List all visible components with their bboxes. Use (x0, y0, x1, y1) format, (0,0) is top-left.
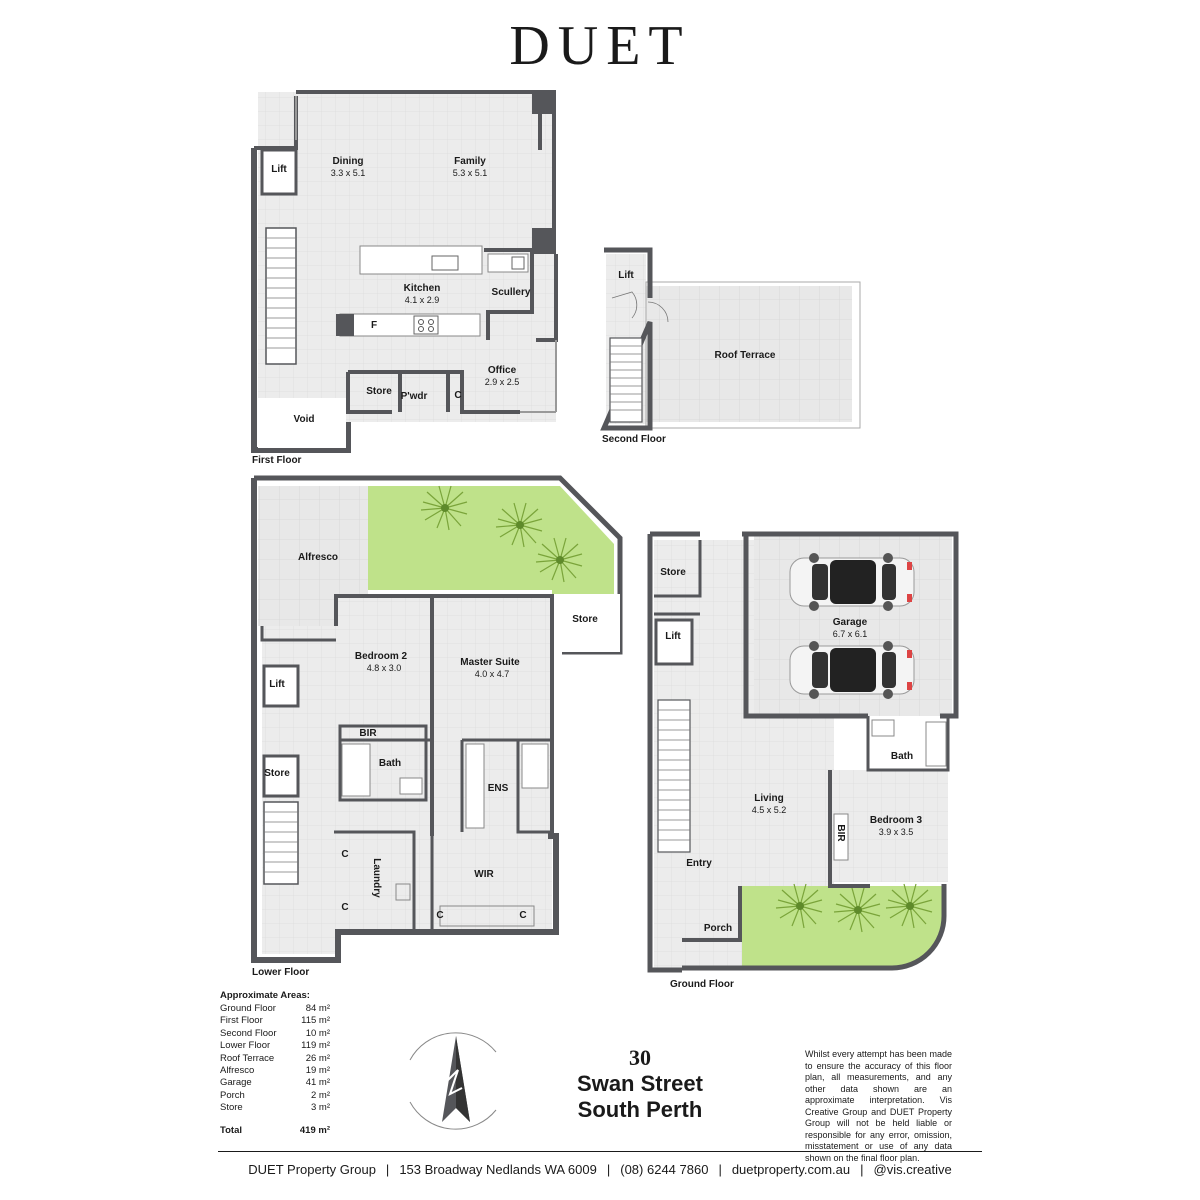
lower-floor-label: Lower Floor (252, 967, 309, 978)
bedroom2-label: Bedroom 2 (355, 651, 408, 662)
footer-phone: (08) 6244 7860 (620, 1162, 709, 1177)
master-suite-label: Master Suite (460, 657, 520, 668)
c-laundry-1-label: C (341, 849, 348, 860)
void-label: Void (294, 414, 315, 425)
lift-ground-label: Lift (665, 631, 681, 642)
footer-separator: | (606, 1162, 611, 1177)
property-address: 30 Swan Street South Perth (520, 1045, 760, 1123)
street-number: 30 (629, 1045, 651, 1070)
lower-floor-plan (251, 475, 623, 963)
footer-company: DUET Property Group (248, 1162, 376, 1177)
c-wir-2-label: C (519, 910, 526, 921)
garage-label: Garage (833, 617, 868, 628)
bedroom3-label: Bedroom 3 (870, 815, 923, 826)
bath-ground-label: Bath (891, 751, 913, 762)
laundry-label: Laundry (371, 858, 382, 898)
porch-label: Porch (704, 923, 732, 934)
wir-label: WIR (474, 869, 494, 880)
second-floor-label: Second Floor (602, 434, 666, 445)
roof-terrace-label: Roof Terrace (715, 350, 776, 361)
store-first-label: Store (366, 386, 392, 397)
family-dim: 5.3 x 5.1 (453, 168, 488, 178)
north-arrow-icon (409, 1032, 497, 1130)
suburb-name: South Perth (577, 1097, 703, 1122)
footer-separator: | (718, 1162, 722, 1177)
bir-lower-label: BIR (359, 728, 377, 739)
first-floor-label: First Floor (252, 455, 302, 466)
master-suite-dim: 4.0 x 4.7 (475, 669, 510, 679)
bedroom3-dim: 3.9 x 3.5 (879, 827, 914, 837)
bedroom2-dim: 4.8 x 3.0 (367, 663, 402, 673)
area-heading: Approximate Areas: (220, 990, 310, 1001)
lift-first-label: Lift (271, 164, 287, 175)
ground-floor-plan (647, 531, 959, 973)
fridge-label: F (371, 320, 377, 331)
office-dim: 2.9 x 2.5 (485, 377, 520, 387)
scullery-label: Scullery (492, 287, 531, 298)
store-lower-out-label: Store (572, 614, 598, 625)
entry-label: Entry (686, 858, 712, 869)
bir-ground-label: BIR (835, 824, 846, 842)
c-laundry-2-label: C (341, 902, 348, 913)
lift-lower-label: Lift (269, 679, 285, 690)
kitchen-label: Kitchen (404, 283, 441, 294)
footer-credit: @vis.creative (873, 1162, 952, 1177)
second-floor-plan (600, 247, 861, 431)
ground-floor-label: Ground Floor (670, 979, 734, 990)
footer-divider (218, 1151, 982, 1152)
lift-second-label: Lift (618, 270, 634, 281)
bath-lower-label: Bath (379, 758, 401, 769)
cupboard-first-label: C (454, 390, 461, 401)
footer-website: duetproperty.com.au (731, 1162, 851, 1177)
store-ground-label: Store (660, 567, 686, 578)
first-floor-plan (251, 90, 558, 453)
footer-address: 153 Broadway Nedlands WA 6009 (399, 1162, 597, 1177)
living-dim: 4.5 x 5.2 (752, 805, 787, 815)
family-label: Family (454, 156, 486, 167)
store-lower-label: Store (264, 768, 290, 779)
living-label: Living (754, 793, 783, 804)
footer-separator: | (385, 1162, 390, 1177)
alfresco-label: Alfresco (298, 552, 338, 563)
dining-dim: 3.3 x 5.1 (331, 168, 366, 178)
kitchen-dim: 4.1 x 2.9 (405, 295, 440, 305)
ens-label: ENS (488, 783, 509, 794)
powder-label: P'wdr (401, 391, 428, 402)
office-label: Office (488, 365, 517, 376)
disclaimer-text: Whilst every attempt has been made to en… (805, 1049, 952, 1163)
dining-label: Dining (332, 156, 363, 167)
c-wir-1-label: C (436, 910, 443, 921)
footer: DUET Property Group | 153 Broadway Nedland… (0, 1162, 1200, 1177)
street-name: Swan Street (577, 1071, 703, 1096)
footer-separator: | (860, 1162, 864, 1177)
garage-dim: 6.7 x 6.1 (833, 629, 868, 639)
brand-logo: DUET (509, 15, 691, 77)
